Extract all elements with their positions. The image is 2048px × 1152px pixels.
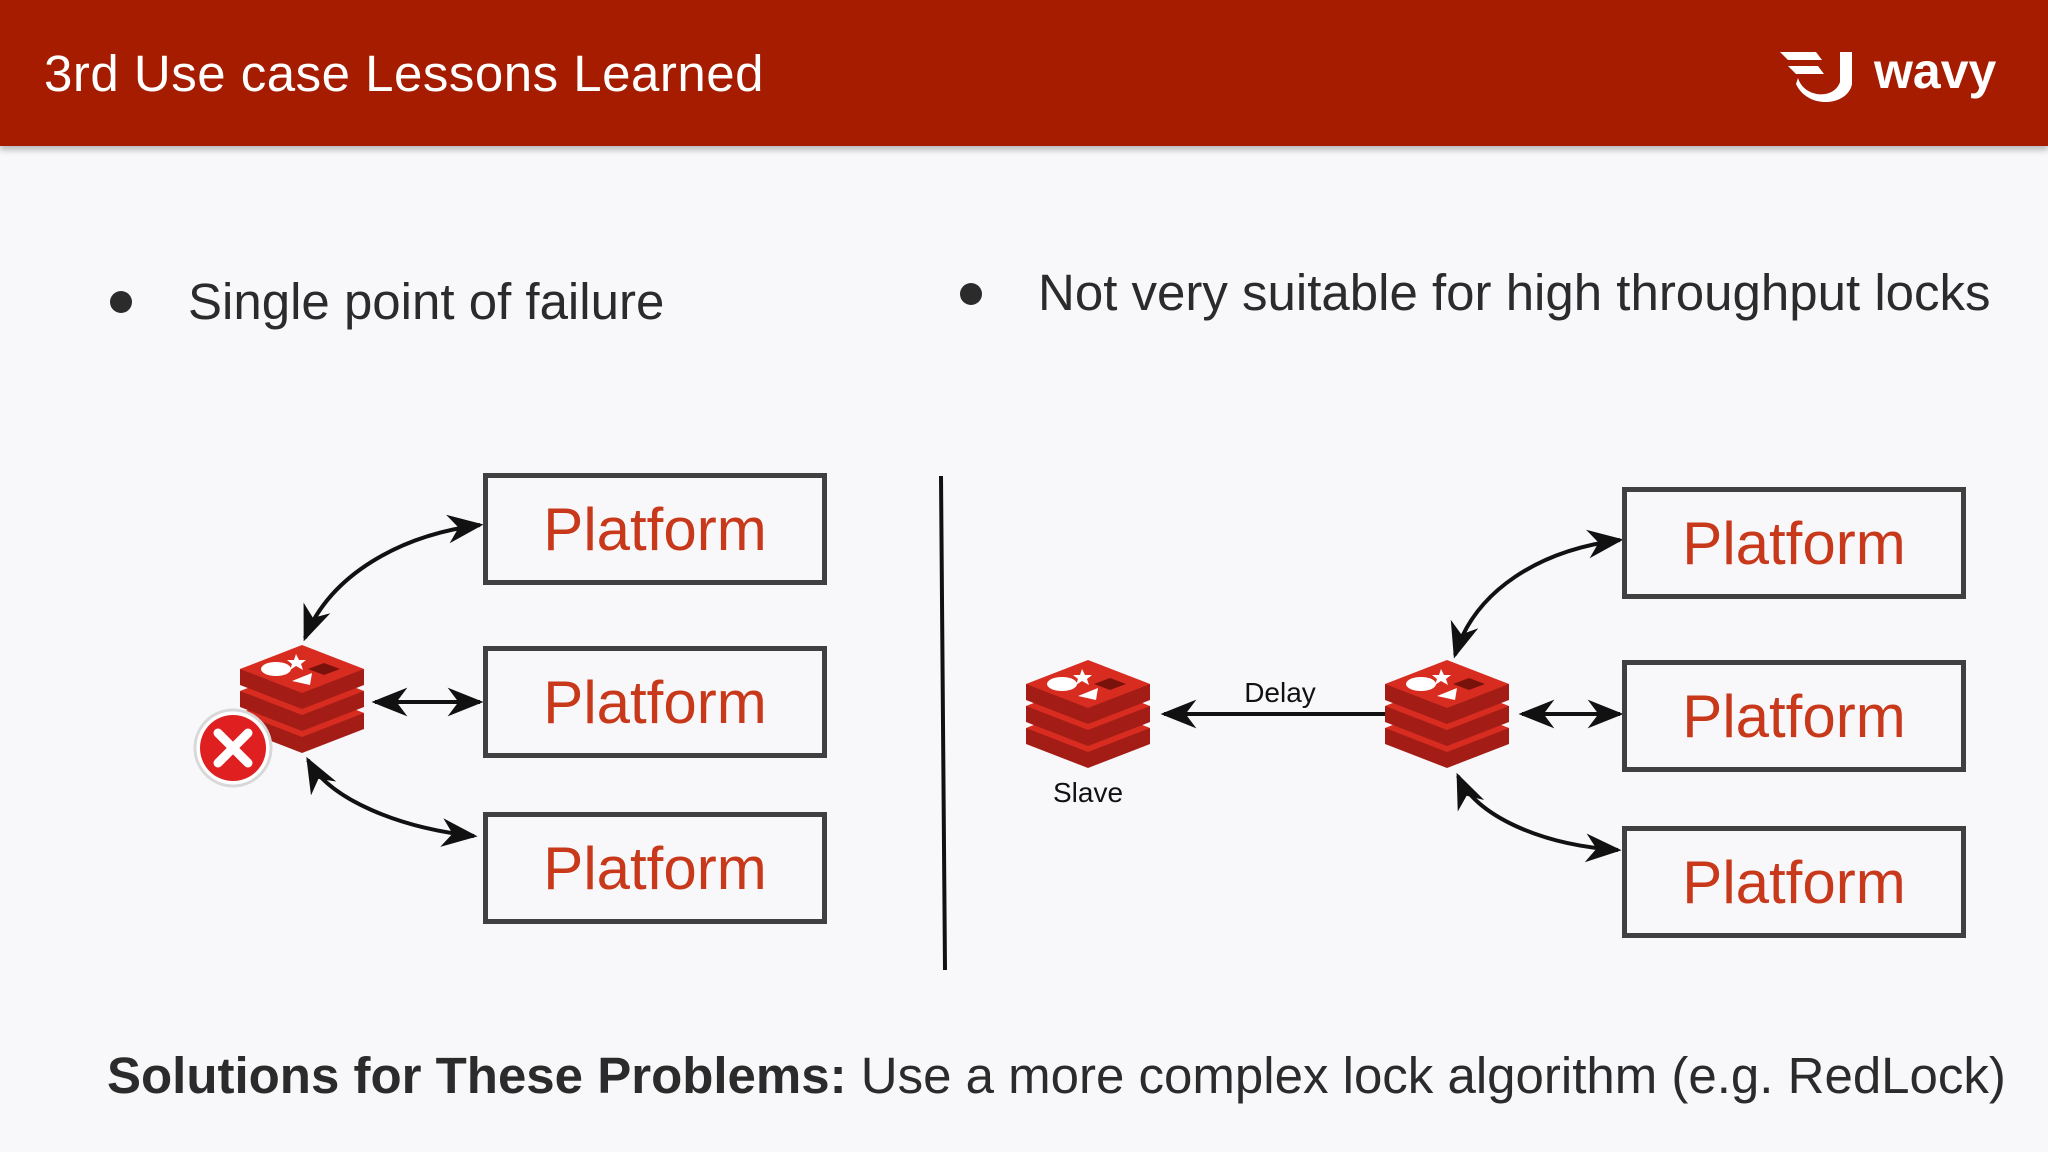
wavy-logo-icon	[1780, 52, 1852, 103]
arrow-left-bottom	[306, 756, 478, 847]
delay-label: Delay	[1244, 677, 1316, 708]
arrow-right-bottom	[1456, 772, 1622, 863]
brand-name: wavy	[1874, 43, 1997, 99]
arrow-right-top	[1450, 529, 1624, 659]
platform-box-left-1: Platform	[483, 473, 827, 585]
bullet-dot-left	[110, 291, 132, 313]
slave-label: Slave	[1053, 777, 1123, 808]
header-bar: 3rd Use case Lessons Learned wavy	[0, 0, 2048, 146]
bullet-single-point-of-failure: Single point of failure	[188, 273, 665, 330]
master-redis-right	[1385, 660, 1509, 768]
solutions-text: Use a more complex lock algorithm (e.g. …	[846, 1047, 2006, 1104]
bullet-dot-right	[960, 283, 982, 305]
platform-box-left-3: Platform	[483, 812, 827, 924]
platform-box-right-2: Platform	[1622, 660, 1966, 772]
slave-redis	[1026, 660, 1150, 768]
error-icon	[193, 708, 273, 788]
solutions-statement: Solutions for These Problems: Use a more…	[107, 1046, 2006, 1105]
divider-line	[939, 475, 947, 971]
arrow-left-top	[303, 514, 484, 642]
platform-box-right-1: Platform	[1622, 487, 1966, 599]
platform-box-right-3: Platform	[1622, 826, 1966, 938]
bullet-throughput: Not very suitable for high throughput lo…	[1038, 264, 1991, 321]
platform-box-left-2: Platform	[483, 646, 827, 758]
wavy-logo: wavy	[1778, 43, 1998, 104]
slide-title: 3rd Use case Lessons Learned	[44, 45, 764, 102]
solutions-heading: Solutions for These Problems:	[107, 1047, 847, 1104]
